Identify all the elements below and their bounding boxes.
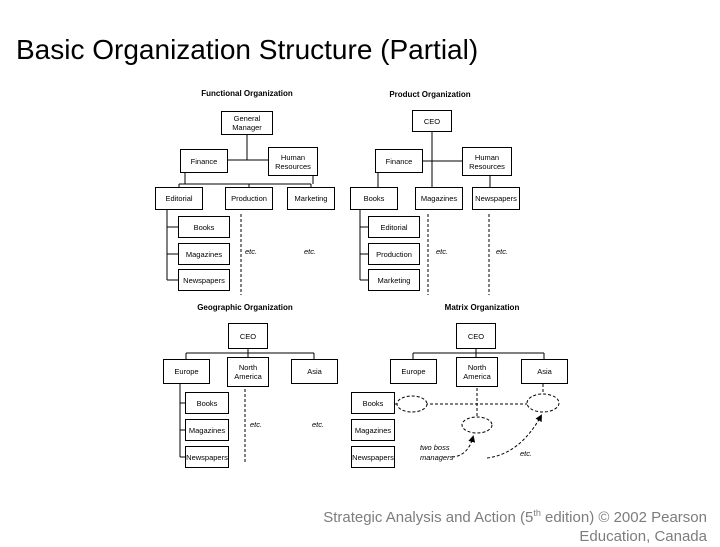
geo-node-asia: Asia [291, 359, 338, 384]
product-connectors [359, 132, 491, 295]
matrix-node-north-america: North America [456, 357, 498, 387]
functional-connectors [166, 135, 314, 295]
geo-node-newspapers: Newspapers [185, 446, 229, 468]
func-node-production: Production [225, 187, 273, 210]
two-boss-ellipse [526, 393, 560, 413]
prod-node-newspapers: Newspapers [472, 187, 520, 210]
matrix-two-boss-label: two boss managers [420, 443, 454, 462]
func-node-magazines: Magazines [178, 243, 230, 265]
geo-etc-asia: etc. [312, 420, 325, 429]
func-node-finance: Finance [180, 149, 228, 173]
geo-node-ceo: CEO [228, 323, 268, 349]
func-node-newspapers: Newspapers [178, 269, 230, 291]
matrix-node-europe: Europe [390, 359, 437, 384]
prod-node-magazines: Magazines [415, 187, 463, 210]
two-boss-arrow [486, 414, 542, 459]
product-org-title: Product Organization [389, 90, 471, 99]
matrix-two-boss-ellipses [396, 393, 560, 459]
geo-node-europe: Europe [163, 359, 210, 384]
prod-node-editorial: Editorial [368, 216, 420, 238]
prod-node-human-resources: Human Resources [462, 147, 512, 176]
functional-org-title: Functional Organization [201, 89, 293, 98]
prod-node-production: Production [368, 243, 420, 265]
geo-etc-north-america: etc. [250, 420, 263, 429]
citation-text-pre: Strategic Analysis and Action (5 [323, 509, 534, 526]
prod-etc-magazines: etc. [436, 247, 449, 256]
prod-etc-newspapers: etc. [496, 247, 509, 256]
geographic-connectors [179, 349, 315, 462]
geo-node-north-america: North America [227, 357, 269, 387]
matrix-etc: etc. [520, 449, 533, 458]
geo-node-magazines: Magazines [185, 419, 229, 441]
prod-node-books: Books [350, 187, 398, 210]
citation-line-2: Education, Canada [579, 527, 707, 545]
page-title: Basic Organization Structure (Partial) [16, 34, 479, 65]
matrix-org-title: Matrix Organization [444, 303, 520, 312]
geo-node-books: Books [185, 392, 229, 414]
func-etc-marketing: etc. [304, 247, 317, 256]
func-etc-production: etc. [245, 247, 258, 256]
citation-superscript: th [533, 508, 541, 518]
matrix-node-newspapers: Newspapers [351, 446, 395, 468]
prod-node-marketing: Marketing [368, 269, 420, 291]
matrix-node-asia: Asia [521, 359, 568, 384]
prod-node-ceo: CEO [412, 110, 452, 132]
two-boss-ellipse [396, 395, 428, 413]
func-node-editorial: Editorial [155, 187, 203, 210]
matrix-node-magazines: Magazines [351, 419, 395, 441]
citation: Strategic Analysis and Action (5th editi… [0, 508, 707, 547]
func-node-human-resources: Human Resources [268, 147, 318, 176]
two-boss-arrow [451, 435, 476, 458]
citation-line-1: Strategic Analysis and Action (5th editi… [0, 508, 707, 528]
prod-node-finance: Finance [375, 149, 423, 173]
func-node-marketing: Marketing [287, 187, 335, 210]
matrix-node-books: Books [351, 392, 395, 414]
matrix-node-ceo: CEO [456, 323, 496, 349]
func-node-general-manager: General Manager [221, 111, 273, 135]
two-boss-ellipse [461, 416, 493, 434]
geographic-org-title: Geographic Organization [197, 303, 293, 312]
func-node-books: Books [178, 216, 230, 238]
citation-text-post: edition) © 2002 Pearson [540, 509, 707, 526]
